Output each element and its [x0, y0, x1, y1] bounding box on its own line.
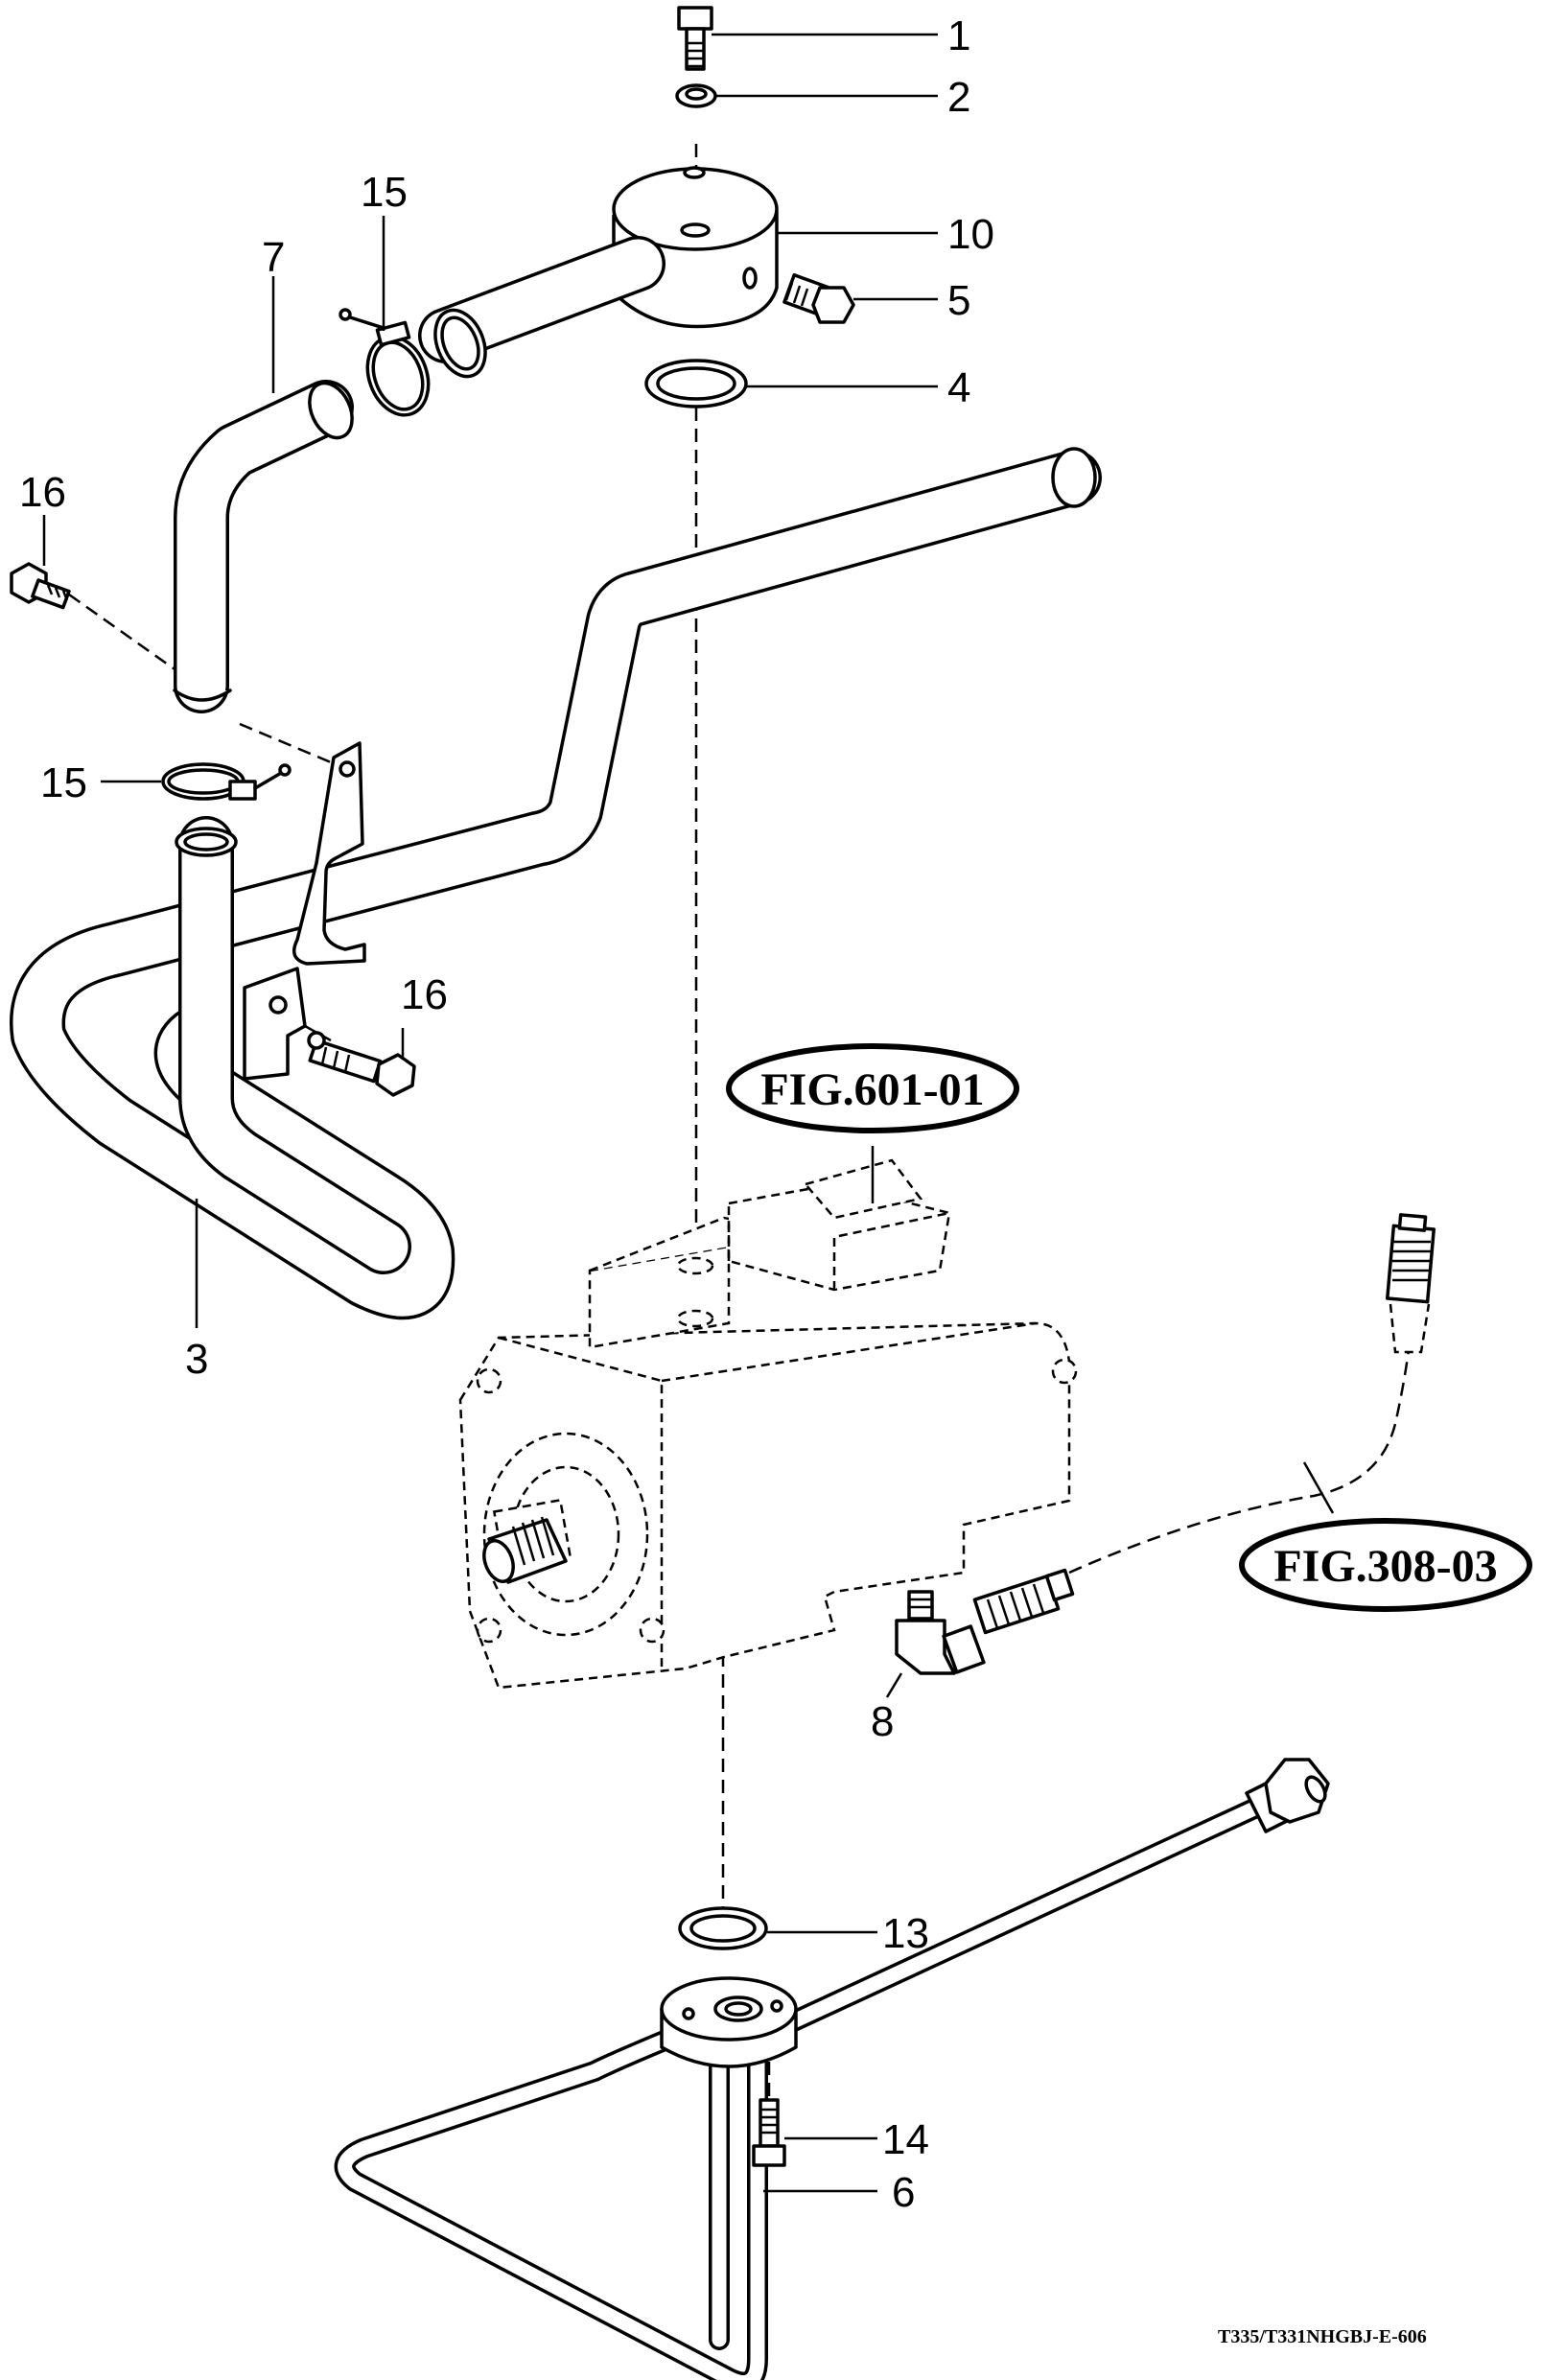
drawing-code: T335/T331NHGBJ-E-606 [1218, 2326, 1427, 2347]
label-10: 10 [947, 211, 994, 258]
part-10-tee-fitting [418, 166, 779, 379]
part-6-delivery-pipe [334, 1758, 1330, 2380]
label-14: 14 [882, 2116, 929, 2163]
reference-fig-601-01: FIG.601-01 [726, 1043, 1019, 1133]
label-13: 13 [882, 1910, 929, 1957]
callout-numbers: 1 2 10 5 4 7 15 16 15 16 3 8 13 14 6 [19, 12, 994, 2216]
label-15-lower: 15 [40, 759, 87, 806]
part-1-bolt [677, 6, 713, 71]
part-14-bolt [752, 2062, 786, 2167]
label-6: 6 [892, 2169, 915, 2216]
part-15-hose-clamp-lower [161, 762, 292, 801]
label-8: 8 [871, 1698, 894, 1745]
label-2: 2 [947, 74, 970, 121]
label-7: 7 [262, 234, 285, 281]
label-16-right: 16 [401, 971, 448, 1018]
part-15-hose-clamp-upper [339, 308, 431, 417]
part-7-elbow-hose [173, 380, 354, 713]
pump-shaft-spline [482, 1516, 568, 1584]
reference-fig-308-text: FIG.308-03 [1273, 1541, 1497, 1592]
part-13-o-ring [678, 1906, 768, 1950]
label-16-left: 16 [19, 469, 66, 516]
sensor-connector-cable [972, 1213, 1436, 1635]
part-2-washer [675, 83, 717, 108]
part-4-o-ring [644, 359, 748, 408]
part-16-bolt-right [307, 1031, 416, 1097]
label-5: 5 [947, 277, 970, 324]
reference-fig-601-text: FIG.601-01 [760, 1064, 984, 1115]
label-3: 3 [185, 1336, 208, 1383]
callout-leaders [42, 33, 1335, 2193]
tube-mounting-brackets [243, 741, 366, 1081]
label-4: 4 [947, 364, 970, 411]
reference-fig-308-03: FIG.308-03 [1239, 1518, 1532, 1612]
label-15-upper: 15 [361, 169, 408, 216]
hydraulic-pump-outline [458, 1158, 1078, 1690]
part-5-plug [782, 272, 855, 324]
part-16-bolt-left [10, 562, 71, 610]
part-8-elbow-fitting [895, 1590, 986, 1675]
label-1: 1 [947, 12, 970, 59]
part-3-suction-tube [10, 447, 1102, 1320]
